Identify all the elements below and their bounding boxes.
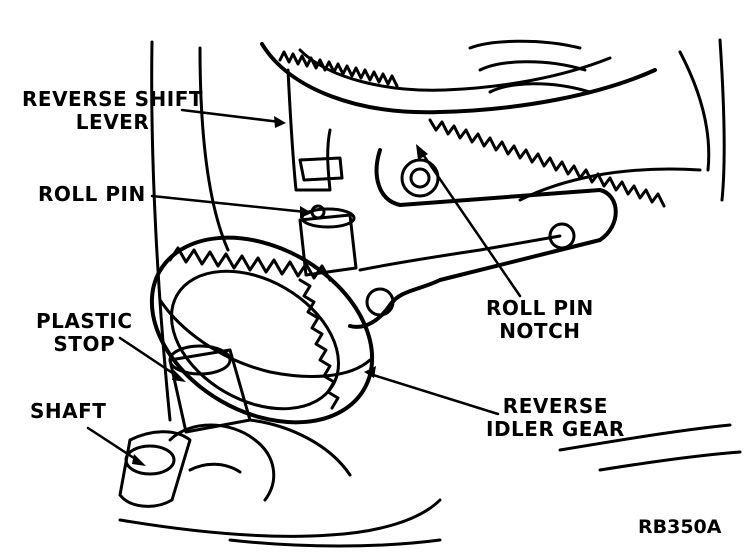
case-outline — [150, 40, 172, 422]
right-gear-rim-right — [678, 50, 711, 172]
right-gear-hub-3 — [488, 82, 592, 94]
upper-gear-rim — [260, 42, 657, 115]
plate-hole-2 — [548, 222, 576, 250]
idler-gear-teeth — [168, 246, 332, 282]
shaft-body — [118, 430, 192, 508]
label-roll-pin-notch-line1: ROLL PIN — [486, 296, 594, 320]
arrowhead-roll-pin — [300, 206, 312, 218]
label-reverse-shift-lever-line2: LEVER — [75, 110, 150, 134]
plate-hole-1 — [400, 158, 440, 198]
idler-gear-outer — [149, 235, 375, 425]
label-shaft: SHAFT — [30, 399, 107, 423]
leader-roll-pin — [150, 194, 308, 214]
leader-shift-lever — [180, 108, 282, 124]
arrowhead-shaft — [132, 454, 146, 466]
right-gear-hub — [468, 39, 582, 50]
label-reverse-idler-gear-line2: IDLER GEAR — [486, 417, 625, 441]
label-reverse-shift-lever: REVERSE SHIFT LEVER — [22, 88, 203, 134]
case-lower-edge — [558, 423, 732, 452]
upper-gear-teeth — [278, 50, 399, 88]
leader-shaft — [86, 426, 142, 464]
plate-extension — [518, 167, 702, 202]
idler-shaft-end — [300, 207, 356, 229]
leader-idler-gear — [368, 372, 500, 416]
arrowhead-plastic-stop — [172, 370, 186, 382]
label-reverse-idler-gear-line1: REVERSE — [502, 394, 608, 418]
figure-id: RB350A — [638, 516, 722, 538]
arrowhead-roll-pin-notch — [416, 144, 428, 160]
label-plastic-stop-line2: STOP — [53, 332, 116, 356]
idler-shaft — [298, 213, 358, 277]
label-plastic-stop-line1: PLASTIC — [36, 309, 133, 333]
case-bore-edge — [198, 46, 230, 252]
hand-palm — [118, 498, 442, 538]
label-roll-pin-notch-line2: NOTCH — [499, 319, 581, 343]
plastic-stop-face — [168, 344, 232, 376]
label-roll-pin: ROLL PIN — [38, 182, 146, 206]
right-gear-teeth — [428, 118, 666, 208]
plate-hole-3 — [365, 287, 395, 317]
leader-plastic-stop — [118, 336, 182, 380]
hand-knuckle — [188, 462, 242, 474]
label-roll-pin-notch: ROLL PIN NOTCH — [486, 297, 594, 343]
hand-thumb — [248, 418, 352, 477]
case-right-edge — [718, 38, 726, 202]
roll-pin — [310, 204, 326, 220]
hand-wrist — [228, 538, 442, 548]
shift-lever-tab — [298, 156, 344, 182]
lever-plate-lower — [358, 234, 562, 272]
upper-gear-rim-inner — [298, 48, 612, 92]
arrowhead-shift-lever — [274, 116, 286, 128]
idler-gear-teeth-2 — [298, 278, 340, 410]
plate-hole-1-inner — [409, 167, 431, 189]
hand-fingers — [168, 423, 276, 502]
shaft-end — [124, 444, 176, 476]
shift-lever-body — [286, 68, 332, 192]
idler-gear-face — [158, 298, 372, 378]
label-reverse-shift-lever-line1: REVERSE SHIFT — [22, 87, 204, 111]
right-gear-hub-2 — [478, 60, 587, 72]
label-plastic-stop: PLASTIC STOP — [36, 310, 133, 356]
label-reverse-idler-gear: REVERSE IDLER GEAR — [486, 395, 625, 441]
leader-roll-pin-notch — [418, 148, 522, 298]
case-lower-edge-2 — [598, 450, 742, 472]
arrowhead-idler-gear — [364, 366, 376, 378]
